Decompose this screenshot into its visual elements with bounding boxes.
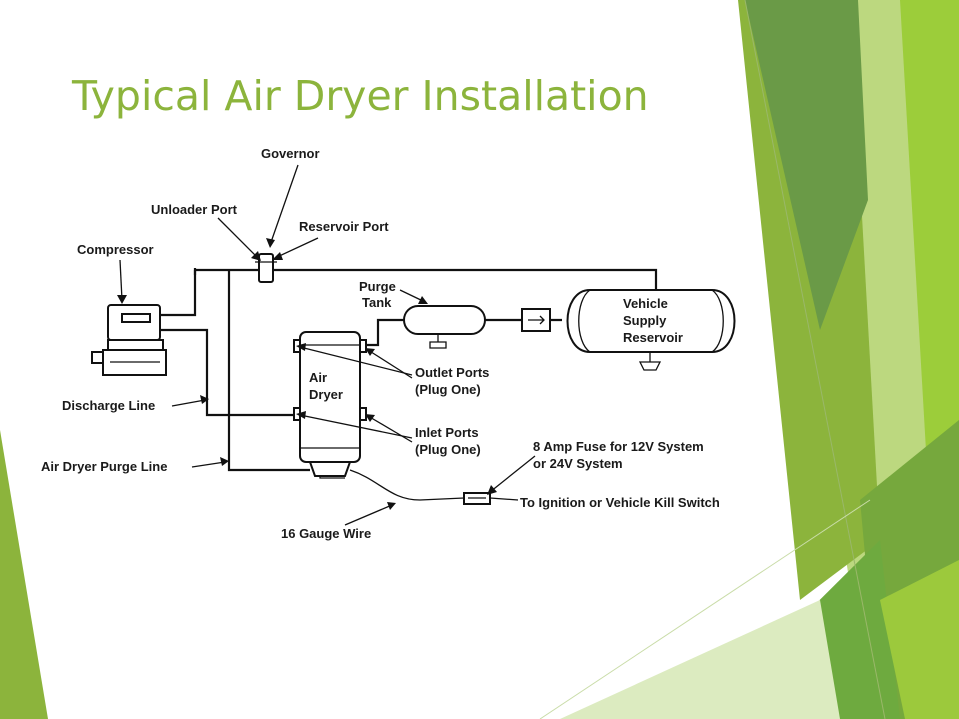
discharge-line-pipe xyxy=(160,328,300,417)
label-fuse-line1: 8 Amp Fuse for 12V System xyxy=(533,439,704,454)
governor-drawing xyxy=(255,253,277,283)
compressor-feed-pipe xyxy=(160,270,197,317)
label-compressor: Compressor xyxy=(77,242,154,257)
label-inlet-ports-line1: Inlet Ports xyxy=(415,425,479,440)
label-air-dryer-line2: Dryer xyxy=(309,387,343,402)
label-reservoir-port: Reservoir Port xyxy=(299,219,389,234)
right-panel-dark xyxy=(745,0,868,330)
label-outlet-ports-line2: (Plug One) xyxy=(415,382,481,397)
purge-tank-drawing xyxy=(403,305,486,349)
label-vehicle-supply-line1: Vehicle xyxy=(623,296,668,311)
label-outlet-ports-line1: Outlet Ports xyxy=(415,365,489,380)
label-inlet-ports-line2: (Plug One) xyxy=(415,442,481,457)
left-green-bar xyxy=(0,430,48,719)
ignition-wire xyxy=(349,469,519,501)
label-fuse-line2: or 24V System xyxy=(533,456,623,471)
label-air-dryer-line1: Air xyxy=(309,370,327,385)
label-vehicle-supply-line2: Supply xyxy=(623,313,667,328)
air-dryer-drawing xyxy=(293,331,367,477)
vehicle-supply-reservoir-drawing xyxy=(566,289,736,371)
label-governor: Governor xyxy=(261,146,320,161)
compressor-drawing xyxy=(91,304,167,376)
leader-arrows xyxy=(117,164,536,526)
outlet-to-purge-tank-pipe xyxy=(360,318,404,347)
bottom-pale-triangle xyxy=(560,600,840,719)
label-purge-tank-line1: Purge xyxy=(359,279,396,294)
label-discharge-line: Discharge Line xyxy=(62,398,155,413)
check-valve-drawing xyxy=(521,308,551,332)
label-air-dryer-purge-line: Air Dryer Purge Line xyxy=(41,459,167,474)
pipework xyxy=(160,268,658,501)
label-vehicle-supply-line3: Reservoir xyxy=(623,330,683,345)
decor-line xyxy=(744,0,886,719)
decor-line xyxy=(539,499,871,719)
fuse-drawing xyxy=(463,492,491,505)
label-unloader-port: Unloader Port xyxy=(151,202,238,217)
label-purge-tank-line2: Tank xyxy=(362,295,392,310)
diagram-labels: Governor Unloader Port Reservoir Port Co… xyxy=(41,146,720,541)
governor-line-pipe xyxy=(227,270,310,472)
slide-title: Typical Air Dryer Installation xyxy=(72,72,649,120)
label-ignition: To Ignition or Vehicle Kill Switch xyxy=(520,495,720,510)
right-panel-lime xyxy=(880,560,959,719)
label-gauge-wire: 16 Gauge Wire xyxy=(281,526,371,541)
